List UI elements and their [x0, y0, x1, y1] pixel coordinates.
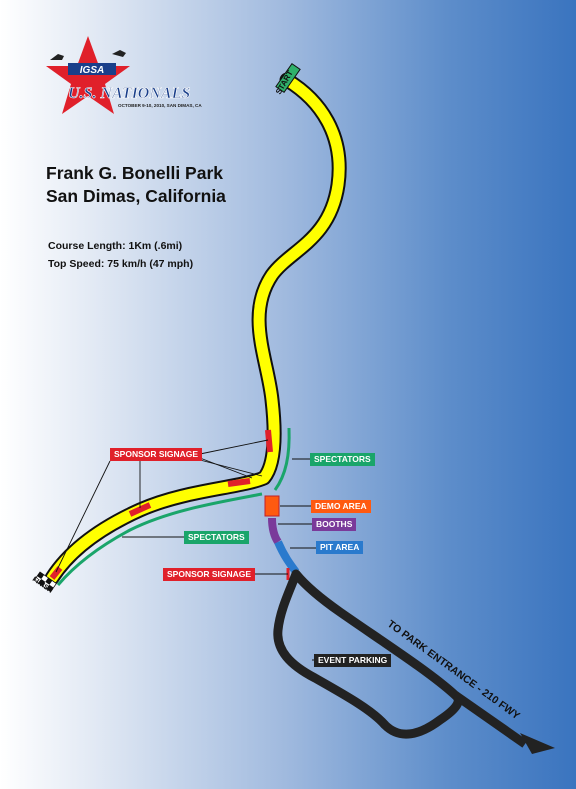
sponsor-signage-label-bottom: SPONSOR SIGNAGE [163, 568, 256, 581]
finish-flag-icon [33, 571, 57, 593]
page-title: Frank G. Bonelli Park [46, 163, 223, 183]
course-length-text: Course Length: 1Km (.6mi) [48, 240, 183, 252]
sponsor-mark-2 [227, 478, 251, 487]
booths-label: BOOTHS [312, 518, 357, 531]
logo-event-text: U.S. NATIONALS [68, 85, 190, 102]
pit-area-label: PIT AREA [316, 541, 364, 554]
demo-area-block [264, 495, 280, 517]
igsa-logo: IGSA U.S. NATIONALS OCTOBER 9-10, 2010, … [46, 36, 202, 114]
spectators-bottom-label: SPECTATORS [184, 531, 249, 544]
logo-brand-text: IGSA [80, 65, 104, 76]
start-marker [275, 62, 301, 94]
spectators-right-label: SPECTATORS [310, 453, 375, 466]
top-speed-text: Top Speed: 75 km/h (47 mph) [48, 258, 194, 270]
sponsor-mark-1 [265, 429, 273, 453]
spectators-bottom-line [56, 492, 263, 586]
road-arrow-icon [520, 733, 555, 754]
sponsor-mark-3 [128, 502, 152, 517]
rider-left-icon [50, 54, 64, 60]
event-parking-label: EVENT PARKING [314, 654, 392, 667]
rider-right-icon [112, 50, 126, 57]
race-track [46, 74, 345, 584]
sponsor-mark-4 [49, 566, 63, 580]
exit-road [452, 691, 528, 748]
sponsor-signage-label-top: SPONSOR SIGNAGE [110, 448, 203, 461]
booths-strip [268, 517, 282, 545]
pit-area-strip [274, 540, 300, 575]
demo-area-label: DEMO AREA [311, 500, 371, 513]
logo-dates-text: OCTOBER 9-10, 2010, SAN DIMAS, CA [118, 103, 202, 108]
race-track-outline [44, 72, 347, 586]
spectators-right-line [273, 427, 291, 491]
page-subtitle: San Dimas, California [46, 186, 226, 206]
access-road [273, 569, 463, 739]
